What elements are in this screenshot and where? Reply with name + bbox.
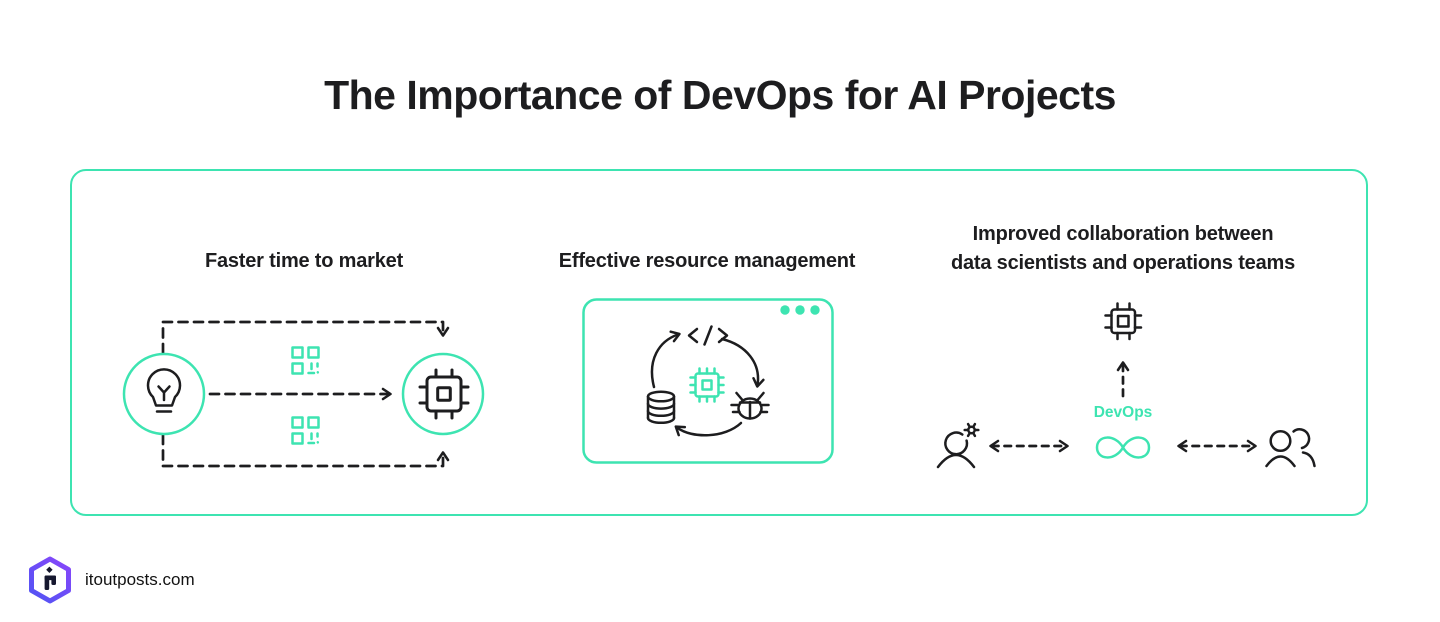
- chip-circle: [401, 352, 485, 436]
- section-heading-resource-management: Effective resource management: [558, 250, 856, 272]
- data-scientist-icon: [936, 422, 980, 469]
- operations-team-icon: [1265, 428, 1316, 468]
- heading-line-2: data scientists and operations teams: [950, 252, 1296, 274]
- code-icon: [687, 325, 729, 346]
- cycle-arrows-icon: [650, 330, 765, 437]
- processor-chip-icon: [418, 368, 470, 420]
- qr-code-icon: [291, 416, 320, 445]
- processor-chip-icon: [1104, 302, 1143, 341]
- lightbulb-icon: [146, 368, 182, 413]
- brand-url: itoutposts.com: [85, 570, 195, 589]
- qr-code-icon: [291, 346, 320, 375]
- page-title: The Importance of DevOps for AI Projects: [324, 72, 1116, 118]
- dashed-flow-arrows: [161, 320, 450, 468]
- infinity-icon: [1095, 436, 1151, 459]
- window-dots-icon: [780, 305, 820, 315]
- itoutposts-logo: [29, 556, 71, 604]
- processor-chip-icon: [689, 367, 725, 403]
- database-icon: [646, 390, 676, 425]
- section-heading-collaboration: Improved collaboration between data scie…: [923, 220, 1323, 278]
- section-heading-faster-time: Faster time to market: [204, 250, 404, 272]
- bug-icon: [730, 391, 770, 420]
- browser-window-icon: [582, 298, 834, 464]
- faster-time-diagram: [122, 320, 485, 468]
- idea-circle: [122, 352, 206, 436]
- collaboration-diagram: [936, 302, 1316, 469]
- devops-label: DevOps: [1093, 404, 1153, 421]
- heading-line-1: Improved collaboration between: [972, 223, 1274, 245]
- resource-management-diagram: [582, 298, 834, 464]
